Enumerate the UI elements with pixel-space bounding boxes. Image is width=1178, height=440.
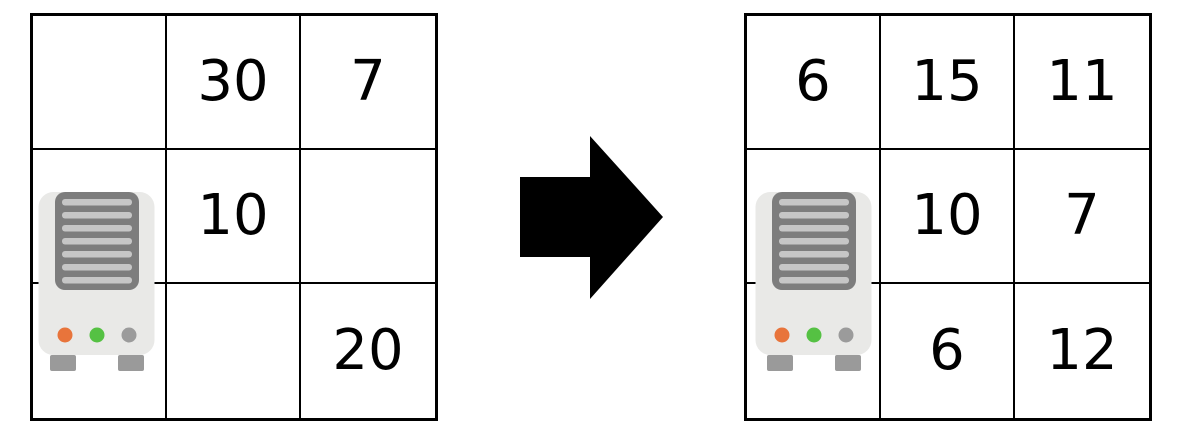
server-foot-left [50, 355, 76, 371]
right-grid-cell-r0c0: 6 [747, 16, 881, 150]
left-grid-cell-r1c2 [301, 150, 435, 284]
server-led-gray [838, 327, 854, 343]
server-vent-slat [779, 225, 849, 232]
server-vent-slat [779, 251, 849, 258]
server-vent-slat [62, 212, 132, 219]
left-grid-cell-r0c2: 7 [301, 16, 435, 150]
server-vent-slat [62, 238, 132, 245]
left-grid-cell-r2c1 [167, 284, 301, 418]
server-vent-slat [62, 264, 132, 271]
right-grid-cell-r2c0 [747, 284, 881, 418]
server-foot-right [835, 355, 861, 371]
left-grid-cell-r2c2: 20 [332, 318, 404, 383]
server-foot-left [767, 355, 793, 371]
server-vent-slat [779, 238, 849, 245]
server-vent-slat [62, 199, 132, 206]
left-grid-cell-r2c0 [33, 284, 167, 418]
arrow-right-icon [520, 136, 663, 299]
server-vent-slat [779, 277, 849, 284]
server-vent-slat [779, 212, 849, 219]
server-foot-right [118, 355, 144, 371]
server-led-green [89, 327, 105, 343]
left-grid-cell-r0c1: 30 [167, 16, 301, 150]
server-vent-slat [62, 277, 132, 284]
left-grid-cell-r1c1: 10 [167, 150, 301, 284]
server-vent-slat [62, 225, 132, 232]
right-grid-cell-r0c1: 15 [881, 16, 1015, 150]
arrow-right-shape [520, 136, 663, 299]
right-grid-cell-r0c2: 11 [1015, 16, 1149, 150]
server-icon [38, 192, 155, 371]
server-led-green [806, 327, 822, 343]
server-vent-slat [62, 251, 132, 258]
server-led-orange [774, 327, 790, 343]
server-led-gray [121, 327, 137, 343]
server-led-orange [57, 327, 73, 343]
right-grid-cell-r1c1: 10 [881, 150, 1015, 284]
left-grid-cell-r0c0 [33, 16, 167, 150]
server-vent-slat [779, 199, 849, 206]
server-icon [755, 192, 872, 371]
right-grid-cell-r1c2: 7 [1015, 150, 1149, 284]
server-vent-slat [779, 264, 849, 271]
right-grid-cell-r2c1: 6 [881, 284, 1015, 418]
right-grid-cell-r2c2: 12 [1046, 318, 1118, 383]
